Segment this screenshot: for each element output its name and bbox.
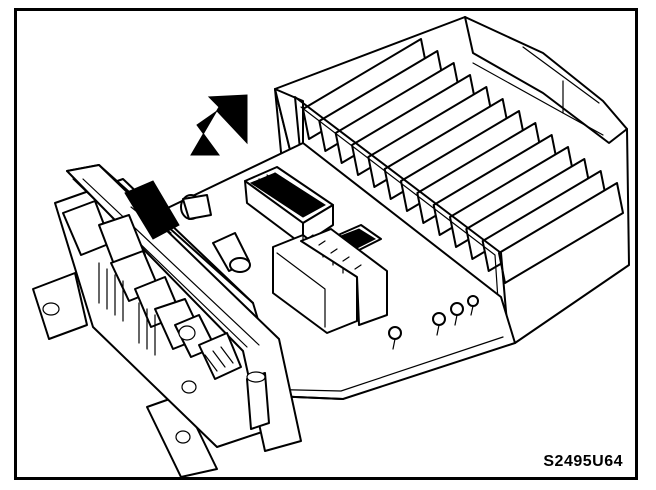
control-module-illustration (32, 16, 630, 477)
capacitor-1 (212, 232, 251, 273)
memory-board-2 (300, 228, 388, 326)
cooling-fins (294, 38, 624, 324)
edge-connector (32, 164, 302, 477)
pointer-arrow (190, 94, 248, 156)
resistor-group (388, 295, 479, 350)
drawing-code: S2495U64 (543, 453, 623, 470)
figure-frame: S2495U64 (14, 8, 638, 480)
processor-chip (244, 166, 334, 246)
memory-board-1 (272, 234, 358, 334)
board-components (180, 166, 479, 350)
capacitor-2 (180, 194, 212, 220)
